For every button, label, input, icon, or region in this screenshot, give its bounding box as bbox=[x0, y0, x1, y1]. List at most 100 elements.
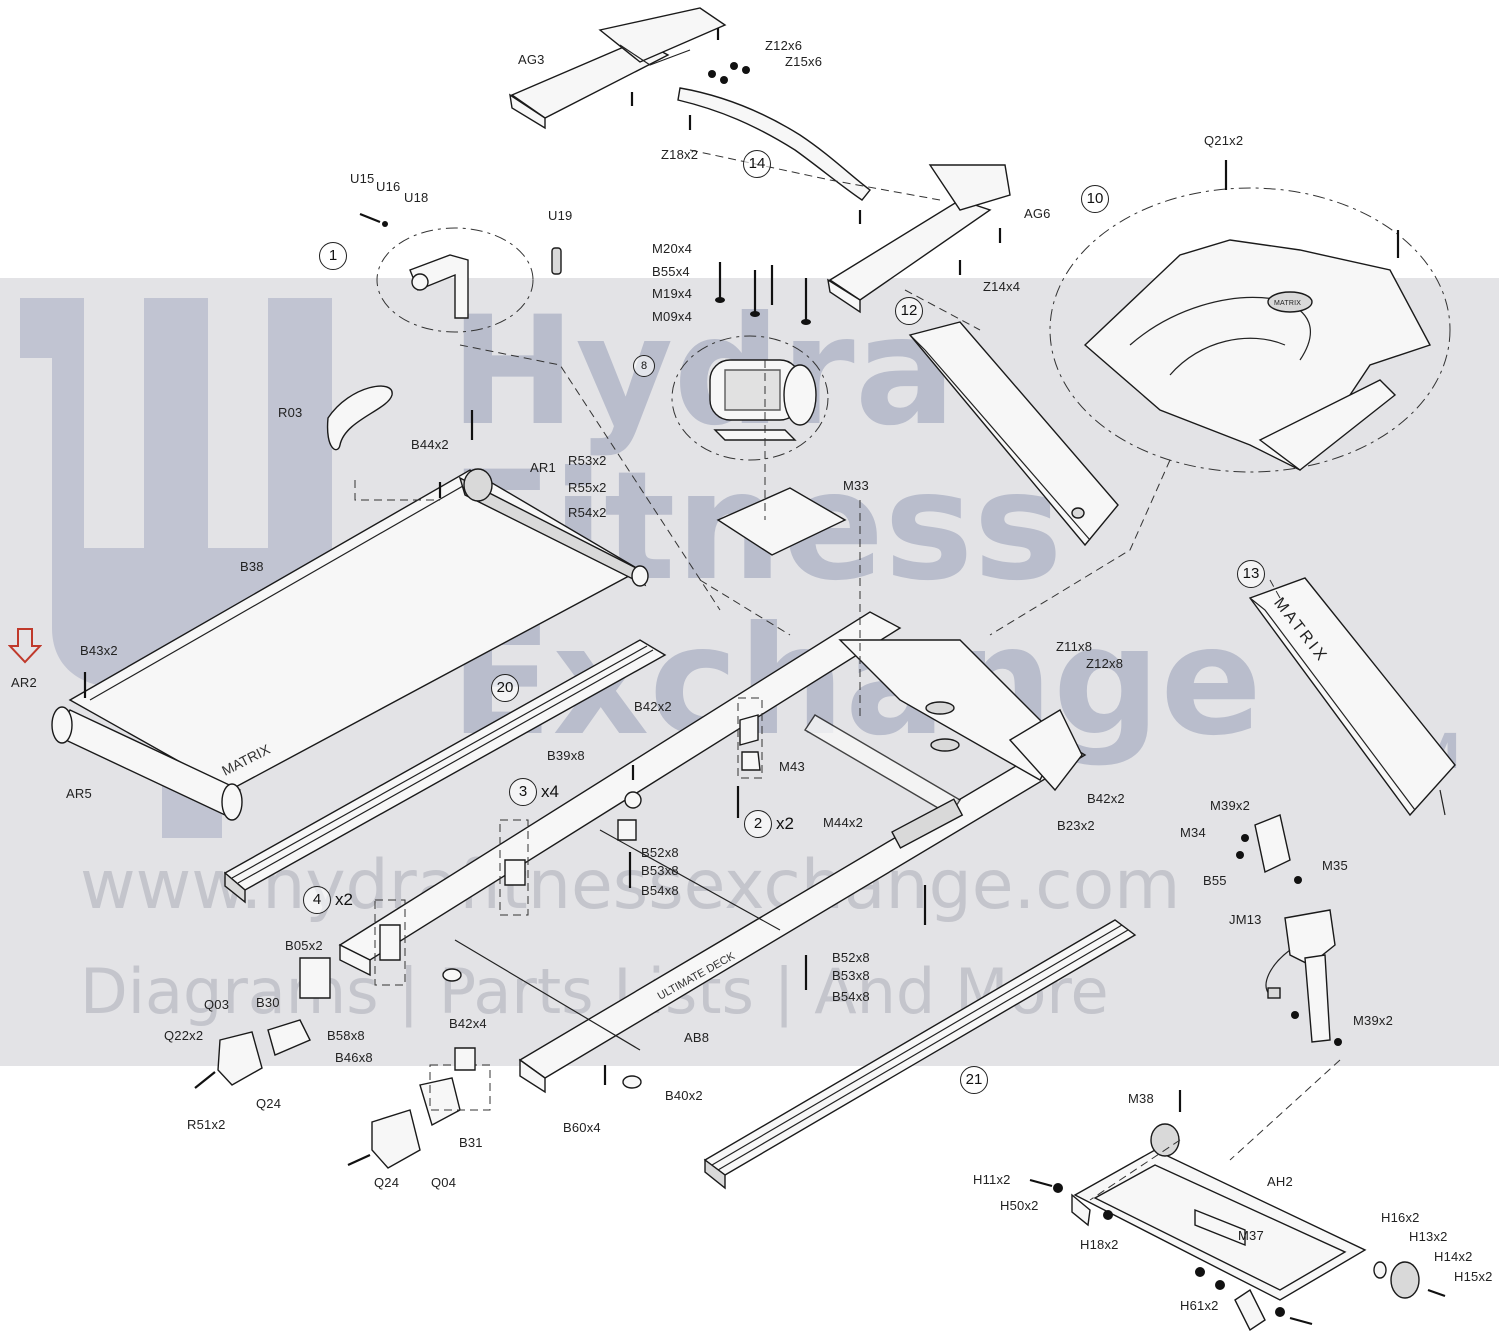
callout-3-quantity: x4 bbox=[541, 782, 559, 801]
callout-12: 12 bbox=[895, 297, 923, 325]
motor-hood bbox=[1049, 160, 1451, 473]
part-label: M19x4 bbox=[652, 286, 693, 301]
part-label: U19 bbox=[548, 208, 573, 223]
part-label: B53x8 bbox=[832, 968, 870, 983]
callout-20: 20 bbox=[491, 674, 519, 702]
part-label: U15 bbox=[350, 171, 375, 186]
part-label: H14x2 bbox=[1434, 1249, 1473, 1264]
front-caps bbox=[194, 957, 491, 1169]
part-label: Q24 bbox=[256, 1096, 282, 1111]
part-label: Q24 bbox=[374, 1175, 400, 1190]
part-label: B23x2 bbox=[1057, 818, 1095, 833]
part-label: M38 bbox=[1128, 1091, 1154, 1106]
part-label: M09x4 bbox=[652, 309, 693, 324]
upright-cover-12 bbox=[908, 321, 1119, 547]
watermark-logo-icon bbox=[20, 298, 332, 838]
part-label: B46x8 bbox=[335, 1050, 373, 1065]
part-label: U18 bbox=[404, 190, 429, 205]
part-label: M43 bbox=[779, 759, 805, 774]
callout-4-quantity: x2 bbox=[335, 890, 353, 909]
lift-actuator bbox=[1236, 814, 1342, 1046]
part-label: B60x4 bbox=[563, 1120, 601, 1135]
part-label: B38 bbox=[240, 559, 264, 574]
part-label: B05x2 bbox=[285, 938, 323, 953]
part-label: Z12x6 bbox=[765, 38, 803, 53]
part-label: M35 bbox=[1322, 858, 1348, 873]
part-label: B52x8 bbox=[832, 950, 870, 965]
callout-8: 8 bbox=[633, 355, 655, 377]
part-label: H18x2 bbox=[1080, 1237, 1119, 1252]
part-label: JM13 bbox=[1229, 912, 1262, 927]
part-label: M37 bbox=[1238, 1228, 1264, 1243]
part-label: AG3 bbox=[518, 52, 545, 67]
part-label: B54x8 bbox=[832, 989, 870, 1004]
brackets bbox=[374, 697, 927, 990]
part-label: B55x4 bbox=[652, 264, 690, 279]
part-label: B42x4 bbox=[449, 1016, 487, 1031]
part-label: Q21x2 bbox=[1204, 133, 1244, 148]
callout-3: 3 bbox=[509, 778, 537, 806]
part-label: AR2 bbox=[11, 675, 37, 690]
part-label: Z14x4 bbox=[983, 279, 1021, 294]
part-label: M39x2 bbox=[1210, 798, 1251, 813]
upright-cover-13 bbox=[1248, 577, 1456, 817]
part-label: Q22x2 bbox=[164, 1028, 204, 1043]
part-label: M39x2 bbox=[1353, 1013, 1394, 1028]
part-label: M33 bbox=[843, 478, 869, 493]
part-label: AB8 bbox=[684, 1030, 710, 1045]
part-label: M44x2 bbox=[823, 815, 864, 830]
callout-10: 10 bbox=[1081, 185, 1109, 213]
part-label: AH2 bbox=[1267, 1174, 1293, 1189]
part-label: U16 bbox=[376, 179, 401, 194]
callout-2: 2 bbox=[744, 810, 772, 838]
part-label: B31 bbox=[459, 1135, 483, 1150]
part-label: B52x8 bbox=[641, 845, 679, 860]
motor-plate bbox=[716, 487, 847, 556]
part-label: Z12x8 bbox=[1086, 656, 1124, 671]
part-label: H13x2 bbox=[1409, 1229, 1448, 1244]
part-label: Z15x6 bbox=[785, 54, 823, 69]
part-label: R54x2 bbox=[568, 505, 607, 520]
part-label: Z11x8 bbox=[1056, 639, 1093, 654]
part-label: B39x8 bbox=[547, 748, 585, 763]
callout-2-quantity: x2 bbox=[776, 814, 794, 833]
callout-1: 1 bbox=[319, 242, 347, 270]
deck-and-rollers: MATRIX bbox=[51, 410, 649, 821]
part-label: R55x2 bbox=[568, 480, 607, 495]
part-label: H50x2 bbox=[1000, 1198, 1039, 1213]
drive-belt bbox=[326, 385, 393, 451]
part-label: H15x2 bbox=[1454, 1269, 1493, 1284]
main-frame: ULTIMATE DECK bbox=[338, 611, 1087, 1094]
part-label: B55 bbox=[1203, 873, 1227, 888]
part-label: H16x2 bbox=[1381, 1210, 1420, 1225]
part-label: AG6 bbox=[1024, 206, 1051, 221]
part-label: B54x8 bbox=[641, 883, 679, 898]
part-label: B58x8 bbox=[327, 1028, 365, 1043]
part-label: H11x2 bbox=[973, 1172, 1011, 1187]
handlebar-assembly bbox=[509, 7, 1011, 314]
callout-13: 13 bbox=[1237, 560, 1265, 588]
bracket-assembly-1 bbox=[359, 212, 562, 333]
watermark-brand-line1: Hydra bbox=[450, 285, 956, 459]
part-label: B43x2 bbox=[80, 643, 118, 658]
part-label: B30 bbox=[256, 995, 280, 1010]
part-label: M34 bbox=[1180, 825, 1206, 840]
callout-14: 14 bbox=[743, 150, 771, 178]
callout-4: 4 bbox=[303, 886, 331, 914]
side-rail-20 bbox=[223, 639, 667, 904]
part-label: B40x2 bbox=[665, 1088, 703, 1103]
part-label: B42x2 bbox=[1087, 791, 1125, 806]
part-label: M20x4 bbox=[652, 241, 693, 256]
hood-logo: MATRIX bbox=[1274, 300, 1302, 307]
part-label: Q03 bbox=[204, 997, 230, 1012]
part-label: B53x8 bbox=[641, 863, 679, 878]
part-label: H61x2 bbox=[1180, 1298, 1219, 1313]
callout-21: 21 bbox=[960, 1066, 988, 1094]
down-arrow-outline-icon bbox=[8, 628, 42, 664]
part-label: Z18x2 bbox=[661, 147, 699, 162]
part-label: Q04 bbox=[431, 1175, 457, 1190]
routing-lines bbox=[459, 289, 1341, 1201]
drive-motor bbox=[671, 262, 829, 461]
